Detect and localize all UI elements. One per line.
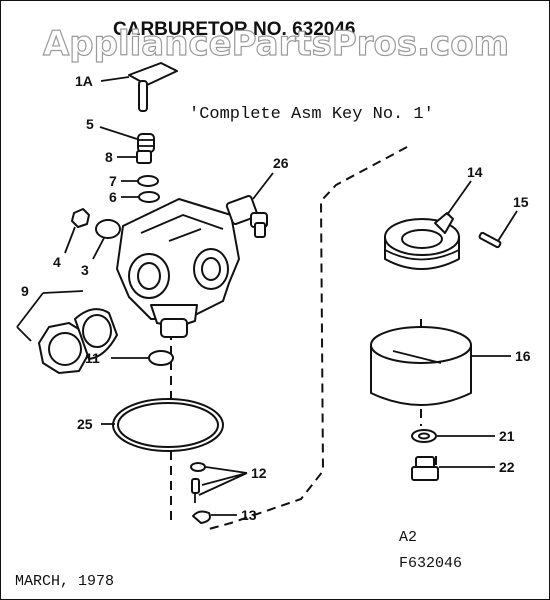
callout-25: 25 bbox=[77, 416, 93, 432]
assembly-note: 'Complete Asm Key No. 1' bbox=[189, 105, 434, 124]
callout-4: 4 bbox=[53, 254, 61, 270]
diagram-date: MARCH, 1978 bbox=[15, 573, 114, 590]
revision-code: A2 bbox=[399, 529, 417, 546]
callout-6: 6 bbox=[109, 189, 117, 205]
spring-part bbox=[137, 133, 155, 153]
bowl-nut-part bbox=[411, 456, 439, 481]
leader-1a bbox=[100, 76, 130, 82]
idle-screw-part bbox=[136, 150, 152, 164]
leader-5 bbox=[99, 126, 138, 140]
callout-15: 15 bbox=[513, 194, 529, 210]
callout-22: 22 bbox=[499, 459, 515, 475]
leader-26 bbox=[252, 172, 274, 200]
callout-9: 9 bbox=[21, 283, 29, 299]
inlet-needle-part bbox=[190, 462, 206, 503]
bowl-gasket-inner bbox=[117, 402, 219, 448]
leader-12 bbox=[198, 466, 248, 496]
gasket-part bbox=[95, 219, 121, 239]
washer-part bbox=[137, 175, 159, 187]
watermark-logo: AppliancePartsPros.com bbox=[43, 24, 509, 64]
carburetor-body bbox=[116, 198, 240, 338]
part-number-code: F632046 bbox=[399, 555, 462, 572]
hinge-pin-part bbox=[478, 231, 502, 249]
o-ring-part bbox=[138, 191, 160, 203]
callout-11: 11 bbox=[85, 350, 100, 366]
float-bowl-part bbox=[370, 326, 472, 406]
leader-9 bbox=[16, 290, 84, 342]
assembly-boundary-line bbox=[208, 146, 408, 530]
callout-8: 8 bbox=[105, 149, 113, 165]
throttle-shaft-part bbox=[128, 62, 178, 112]
callout-14: 14 bbox=[467, 164, 483, 180]
leader-14 bbox=[446, 180, 472, 216]
callout-1a: 1A bbox=[75, 73, 93, 89]
callout-5: 5 bbox=[86, 116, 94, 132]
callout-3: 3 bbox=[81, 262, 89, 278]
clip-part bbox=[192, 510, 211, 524]
callout-13: 13 bbox=[241, 507, 257, 523]
diagram-title: CARBURETOR NO. 632046 bbox=[113, 19, 356, 40]
callout-21: 21 bbox=[499, 428, 515, 444]
leader-15 bbox=[497, 210, 518, 242]
seat-part bbox=[148, 350, 174, 366]
leader-4 bbox=[64, 226, 76, 254]
nut-part bbox=[71, 208, 90, 228]
primer-assembly-part bbox=[38, 308, 118, 374]
float-part bbox=[384, 212, 460, 270]
callout-7: 7 bbox=[109, 173, 117, 189]
bowl-washer-hole bbox=[418, 432, 430, 440]
callout-12: 12 bbox=[251, 465, 267, 481]
callout-16: 16 bbox=[515, 348, 531, 364]
leader-3 bbox=[92, 237, 105, 260]
fuel-inlet-fitting-part bbox=[225, 195, 268, 238]
callout-26: 26 bbox=[273, 155, 289, 171]
